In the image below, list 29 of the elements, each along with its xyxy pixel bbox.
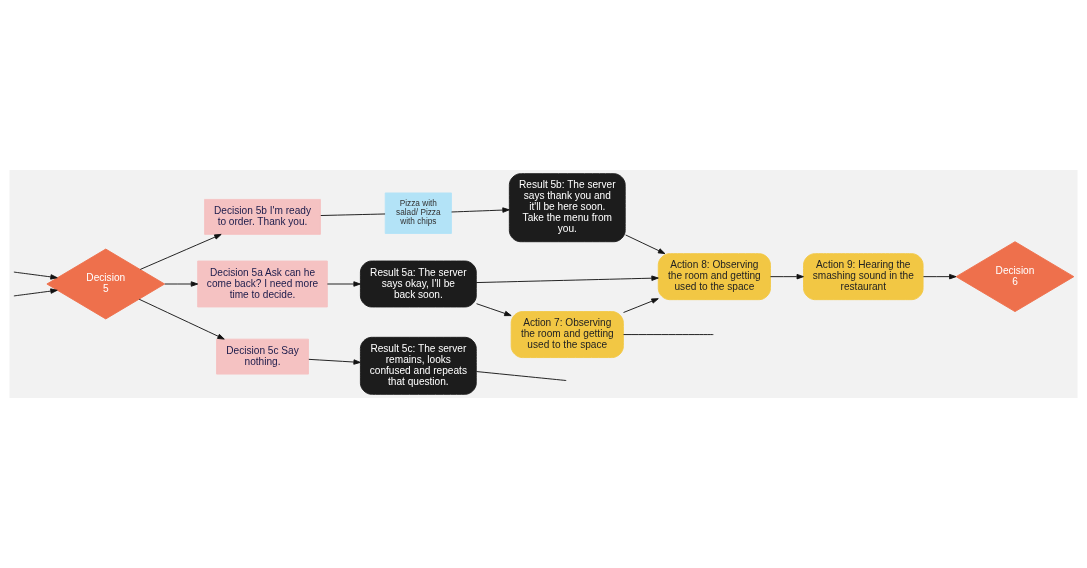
node-box: Action 9: Hearing the smashing sound in the restaurant <box>803 253 924 301</box>
connector <box>476 371 567 381</box>
arrow <box>164 281 199 287</box>
node-box: Result 5a: The server says okay, I'll be back soon. <box>359 260 477 308</box>
arrow <box>770 273 804 280</box>
arrow <box>326 281 361 287</box>
node-box: Action 8: Observing the room and getting used to the space <box>657 253 771 301</box>
node-box: Pizza with salad/ Pizza with chips <box>384 192 452 234</box>
arrow <box>138 298 225 340</box>
arrow <box>476 303 512 317</box>
node-box: Action 7: Observing the room and getting used to the space <box>510 311 624 358</box>
arrow <box>623 298 659 313</box>
connector <box>320 213 386 216</box>
node-box: Decision 5c Say nothing. <box>216 338 309 375</box>
node-box: Result 5c: The server remains, looks confused and repeats that question. <box>359 336 477 395</box>
node-box: Decision 5a Ask can he come back? I need more time to decide. <box>197 260 328 308</box>
arrow <box>451 207 510 213</box>
node-diamond: Decision 5 <box>46 248 166 320</box>
node-diamond: Decision 6 <box>955 241 1075 313</box>
arrow <box>308 358 361 365</box>
arrow <box>13 288 58 297</box>
arrow <box>139 233 222 270</box>
arrow <box>625 234 666 255</box>
node-box: Result 5b: The server says thank you and it'll be here soon. Take the menu from you. <box>508 173 626 243</box>
arrow <box>13 271 58 280</box>
node-box: Decision 5b I'm ready to order. Thank you. <box>204 198 321 235</box>
arrow <box>475 275 659 284</box>
arrow <box>923 273 957 280</box>
connector <box>623 334 714 335</box>
